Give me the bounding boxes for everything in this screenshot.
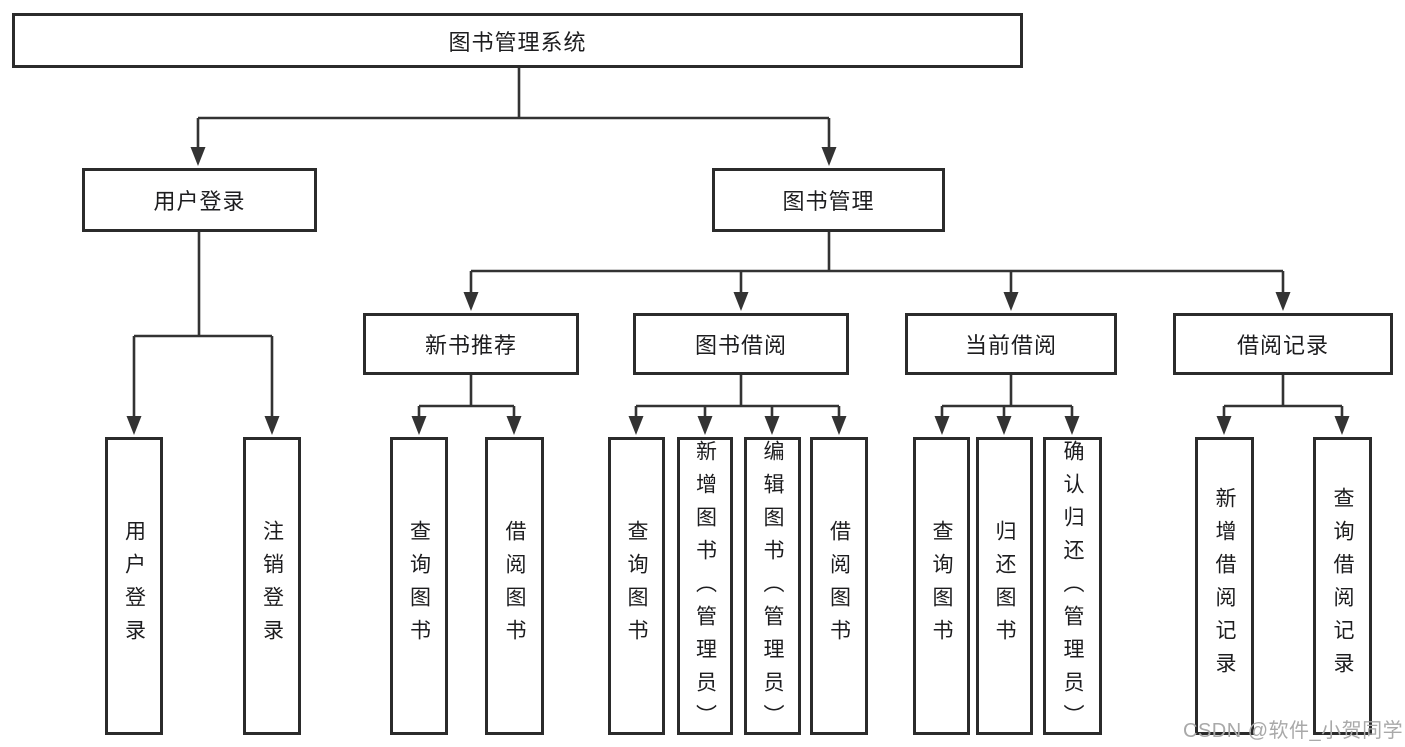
node-book-management: 图书管理 — [712, 168, 945, 232]
leaf-logout: 注销登录 — [243, 437, 301, 735]
arrowheads — [126, 147, 1350, 435]
leaf-query-book-recommend: 查询图书 — [390, 437, 448, 735]
leaf-edit-book-admin-label: 编辑图书（管理员） — [761, 440, 784, 737]
node-user-login: 用户登录 — [82, 168, 317, 232]
node-current-borrowing: 当前借阅 — [905, 313, 1117, 375]
leaf-query-book-borrowing: 查询图书 — [608, 437, 665, 735]
leaf-query-book-current: 查询图书 — [913, 437, 970, 735]
leaf-borrow-book-recommend: 借阅图书 — [485, 437, 544, 735]
node-root-system: 图书管理系统 — [12, 13, 1023, 68]
leaf-add-book-admin-label: 新增图书（管理员） — [693, 440, 717, 737]
leaf-logout-label: 注销登录 — [260, 520, 284, 652]
leaf-return-book-label: 归还图书 — [993, 520, 1016, 652]
node-root-system-label: 图书管理系统 — [448, 29, 587, 55]
leaf-query-book-borrowing-label: 查询图书 — [625, 520, 648, 652]
leaf-user-login-label: 用户登录 — [122, 520, 146, 652]
node-book-management-label: 图书管理 — [782, 189, 875, 214]
node-borrowing-records-label: 借阅记录 — [1236, 333, 1329, 358]
leaf-add-borrow-record: 新增借阅记录 — [1195, 437, 1254, 735]
leaf-borrow-book-label: 借阅图书 — [827, 520, 851, 652]
node-current-borrowing-label: 当前借阅 — [964, 333, 1057, 358]
leaf-add-borrow-record-label: 新增借阅记录 — [1213, 487, 1236, 685]
leaf-confirm-return-admin: 确认归还（管理员） — [1043, 437, 1102, 737]
connector-paths — [132, 68, 1344, 421]
node-user-login-label: 用户登录 — [153, 189, 246, 214]
leaf-user-login: 用户登录 — [105, 437, 163, 735]
leaf-confirm-return-admin-label: 确认归还（管理员） — [1061, 440, 1084, 737]
leaf-return-book: 归还图书 — [976, 437, 1033, 735]
csdn-watermark: CSDN @软件_小贺同学 — [1183, 720, 1404, 742]
leaf-borrow-book: 借阅图书 — [810, 437, 868, 735]
node-borrowing-records: 借阅记录 — [1173, 313, 1393, 375]
leaf-add-book-admin: 新增图书（管理员） — [677, 437, 733, 737]
node-book-borrowing: 图书借阅 — [633, 313, 849, 375]
node-book-borrowing-label: 图书借阅 — [694, 333, 787, 358]
node-new-book-recommend: 新书推荐 — [363, 313, 579, 375]
leaf-query-borrow-record: 查询借阅记录 — [1313, 437, 1372, 735]
node-new-book-recommend-label: 新书推荐 — [424, 333, 517, 358]
leaf-edit-book-admin: 编辑图书（管理员） — [744, 437, 801, 737]
leaf-query-borrow-record-label: 查询借阅记录 — [1331, 487, 1354, 685]
leaf-borrow-book-recommend-label: 借阅图书 — [503, 520, 526, 652]
leaf-query-book-recommend-label: 查询图书 — [407, 520, 431, 652]
leaf-query-book-current-label: 查询图书 — [930, 520, 953, 652]
